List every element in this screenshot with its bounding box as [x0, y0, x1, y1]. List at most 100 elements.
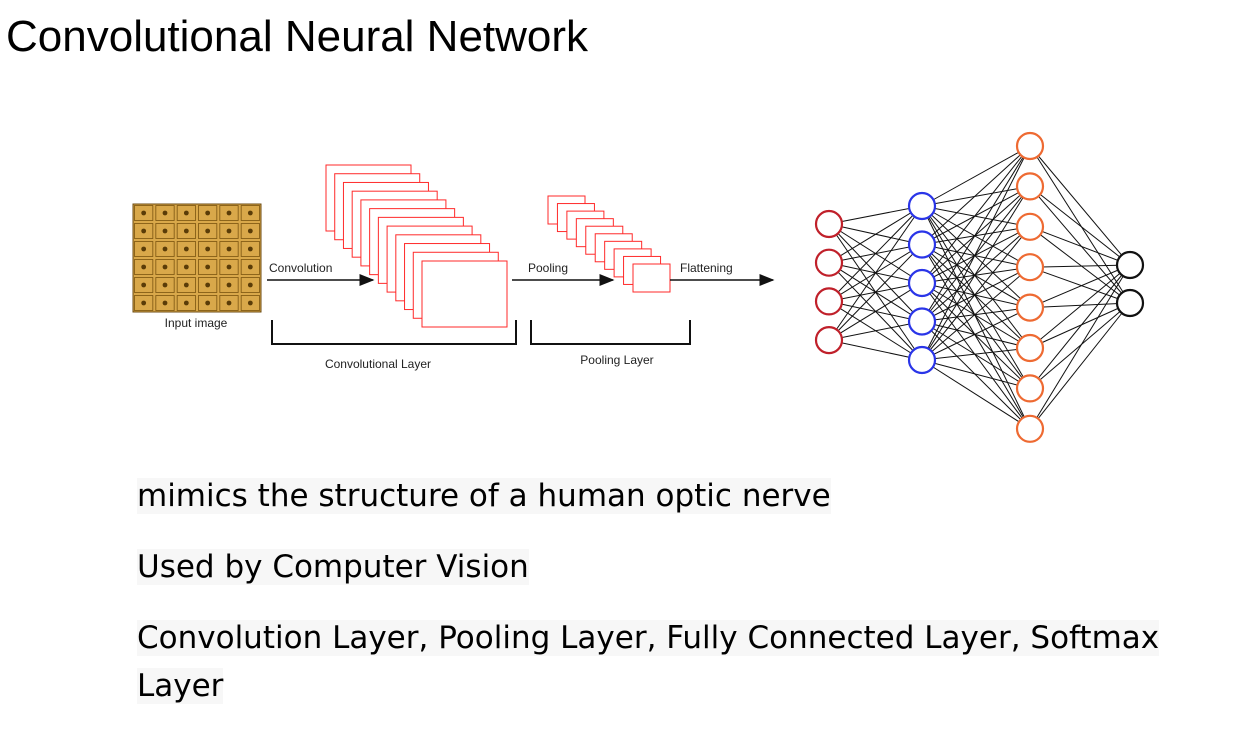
network-edge — [921, 282, 1031, 389]
input-pixel-dot — [141, 300, 147, 306]
network-edge — [921, 244, 1031, 309]
network-edge — [1029, 186, 1131, 304]
input-image-grid — [132, 203, 262, 313]
network-edge — [921, 205, 1031, 430]
input-pixel-dot — [247, 300, 253, 306]
network-edge — [828, 282, 923, 341]
bullet-text: Convolution Layer, Pooling Layer, Fully … — [137, 620, 1160, 704]
hidden-neuron — [1015, 212, 1045, 241]
input-pixel-dot — [183, 264, 189, 270]
input-neuron — [814, 248, 844, 277]
network-edge — [828, 205, 923, 264]
input-pixel-dot — [162, 282, 168, 288]
network-edge — [921, 359, 1031, 389]
slide-title: Convolutional Neural Network — [6, 12, 589, 61]
input-neuron — [814, 209, 844, 239]
network-edge — [921, 226, 1031, 361]
network-edge — [828, 205, 923, 302]
flattening-label: Flattening — [680, 261, 733, 275]
input-pixel-dot — [226, 282, 232, 288]
network-edge — [921, 145, 1031, 207]
network-edge — [1029, 264, 1131, 309]
network-edge — [1029, 226, 1131, 266]
input-image-frame — [132, 203, 262, 313]
hidden-neuron — [907, 191, 937, 221]
pooled-feature-maps — [547, 195, 671, 293]
network-edge — [828, 205, 923, 225]
network-edge — [921, 266, 1031, 322]
network-edge — [921, 145, 1031, 284]
network-edge — [921, 185, 1031, 245]
network-edge — [1029, 264, 1131, 430]
network-edge — [921, 266, 1031, 284]
network-edge — [921, 282, 1031, 349]
network-edge — [921, 226, 1031, 322]
input-pixel-dot — [226, 246, 232, 252]
network-edge — [921, 205, 1031, 308]
input-pixel-dot — [141, 264, 147, 270]
bullet-item: Used by Computer Vision — [137, 543, 1227, 591]
network-edge — [1029, 145, 1131, 304]
pooling-label: Pooling — [528, 261, 568, 275]
network-edge — [921, 205, 1031, 268]
network-edge — [921, 266, 1031, 361]
network-edge — [921, 347, 1031, 361]
input-pixel-dot — [205, 300, 211, 306]
network-edge — [1029, 226, 1131, 304]
convolution-feature-maps — [325, 164, 508, 328]
network-edge — [1029, 264, 1131, 389]
convolution-feature-map — [421, 260, 508, 328]
network-edge — [921, 205, 1031, 389]
input-pixel-dot — [205, 246, 211, 252]
network-edge — [921, 321, 1031, 389]
network-edge — [921, 226, 1031, 245]
network-edge — [921, 226, 1031, 284]
network-edge — [921, 359, 1031, 430]
network-edge — [828, 244, 923, 341]
input-pixel-dot — [205, 210, 211, 216]
output-neuron — [1115, 288, 1145, 318]
input-pixel-dot — [162, 300, 168, 306]
network-edge — [1029, 264, 1131, 268]
pooled-feature-map — [632, 263, 671, 293]
input-pixel-dot — [141, 210, 147, 216]
hidden-neuron — [1015, 414, 1045, 443]
input-pixel-dot — [247, 228, 253, 234]
input-pixel-dot — [141, 282, 147, 288]
network-edge — [921, 186, 1031, 361]
input-pixel-dot — [183, 282, 189, 288]
network-edge — [921, 244, 1031, 268]
hidden-neuron — [907, 230, 937, 259]
input-neuron — [814, 326, 844, 355]
pooling-layer-label: Pooling Layer — [580, 353, 653, 367]
hidden-neuron — [1015, 253, 1045, 282]
network-edge — [1029, 302, 1131, 389]
network-edge — [921, 321, 1031, 349]
input-pixel-dot — [205, 228, 211, 234]
network-edge — [921, 282, 1031, 309]
input-pixel-dot — [162, 246, 168, 252]
bullet-item: mimics the structure of a human optic ne… — [137, 472, 1227, 520]
network-nodes — [814, 131, 1145, 443]
input-pixel-dot — [141, 228, 147, 234]
input-pixel-dot — [247, 264, 253, 270]
network-edge — [828, 339, 923, 361]
input-pixel-dot — [205, 282, 211, 288]
hidden-neuron — [1015, 333, 1045, 363]
input-neuron — [814, 287, 844, 316]
input-pixel-dot — [226, 210, 232, 216]
bullet-item: Convolution Layer, Pooling Layer, Fully … — [137, 614, 1227, 710]
cnn-diagram: Input image Convolution Pooling Flatteni… — [132, 131, 1145, 443]
network-edge — [921, 244, 1031, 389]
input-pixel-dot — [183, 228, 189, 234]
hidden-neuron — [1015, 374, 1045, 403]
input-pixel-dot — [247, 282, 253, 288]
input-pixel-dot — [162, 228, 168, 234]
input-pixel-dot — [247, 210, 253, 216]
hidden-neuron — [1015, 131, 1045, 161]
network-edge — [921, 282, 1031, 430]
bullet-list: mimics the structure of a human optic ne… — [137, 472, 1227, 733]
network-edge — [828, 321, 923, 341]
hidden-neuron — [1015, 172, 1045, 201]
input-pixel-dot — [247, 246, 253, 252]
